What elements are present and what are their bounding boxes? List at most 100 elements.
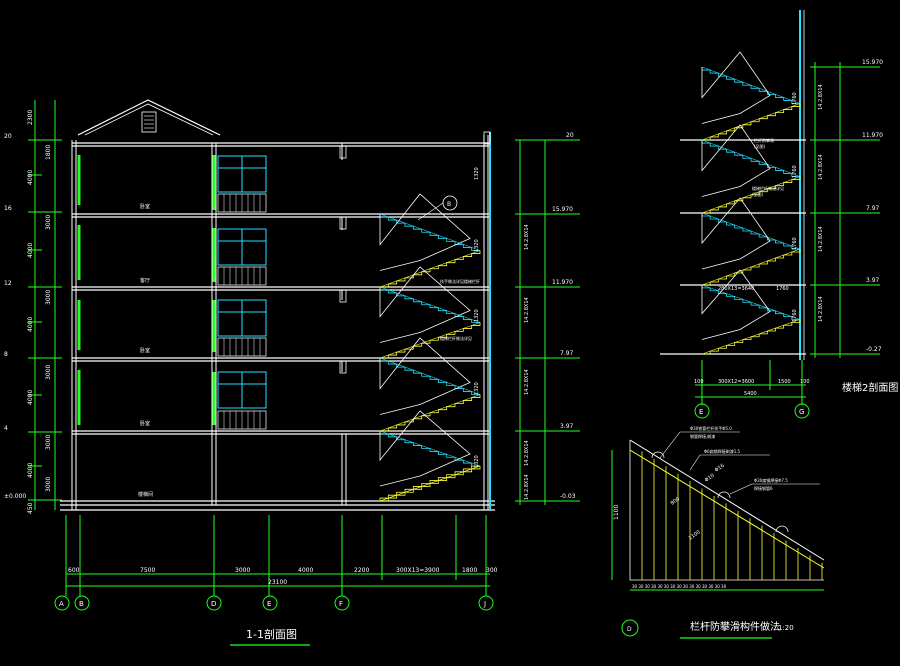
roof-gable bbox=[77, 99, 221, 136]
stair-steps-1: 14.2.8X14 bbox=[524, 224, 530, 250]
room-label-5: 楼梯间 bbox=[138, 491, 153, 498]
inner-dim-5: 1320 bbox=[474, 167, 480, 180]
rail-note-4: 焊接钢管6 bbox=[754, 485, 773, 491]
s2-rdim-0: 14.2.8X14 bbox=[818, 84, 824, 110]
stair-steps-4: 14.2.8X14 bbox=[524, 440, 530, 466]
rail-note-1: 钢管焊接,刷漆 bbox=[690, 433, 715, 439]
room-label-1: 卧室 bbox=[140, 203, 150, 210]
s2-elev-2: 7.97 bbox=[866, 205, 880, 212]
left-dim-4: 4000 bbox=[27, 243, 34, 258]
axis-B: B bbox=[79, 600, 84, 608]
rail-title: 栏杆防攀滑构件做法 bbox=[690, 620, 780, 633]
level-mark-left-8: 8 bbox=[4, 351, 8, 358]
s2-bdim-1: 300X12=3600 bbox=[718, 379, 754, 385]
inner-dim-3: 1320 bbox=[474, 382, 480, 395]
stair2-section: 15.970 11.970 7.97 3.97 -0.27 14.2.8X14 … bbox=[660, 10, 898, 419]
callout-circle-label: B bbox=[447, 201, 451, 208]
s2-bottom-total: 5400 bbox=[744, 391, 757, 397]
left-dim-8: 4000 bbox=[27, 390, 34, 405]
rail-bottom-ticks: 30 30 30 30 30 30 30 30 30 30 30 30 30 3… bbox=[632, 584, 727, 589]
room-label-2: 客厅 bbox=[140, 277, 150, 284]
total-dim: 23100 bbox=[268, 579, 287, 586]
left-dim-0: 2300 bbox=[27, 110, 34, 125]
left-dim-1: 1800 bbox=[45, 145, 52, 160]
main-section: 20 16 12 8 4 ±0.000 2300 1800 4000 3000 … bbox=[4, 99, 580, 646]
bottom-dim-1: 7500 bbox=[140, 567, 155, 574]
stair-steps-3: 14.2.8X14 bbox=[524, 369, 530, 395]
s2-axis-E: E bbox=[699, 408, 703, 416]
bottom-dim-2: 3000 bbox=[235, 567, 250, 574]
left-dim-7: 3000 bbox=[45, 365, 52, 380]
bottom-dim-6: 1800 bbox=[462, 567, 477, 574]
s2-ldim-1: 1760 bbox=[792, 165, 798, 178]
s2-elev-0: 15.970 bbox=[862, 59, 883, 66]
rail-diag-0: 800 bbox=[670, 496, 681, 506]
right-elev-2: 11.970 bbox=[552, 279, 573, 286]
rail-scale: 1:20 bbox=[778, 624, 794, 632]
note-1: 扶手做法详见楼梯栏杆 bbox=[440, 278, 480, 284]
level-mark-left-16: 16 bbox=[4, 205, 12, 212]
s2-elev-1: 11.970 bbox=[862, 132, 883, 139]
right-elev-5: -0.03 bbox=[560, 493, 576, 500]
axis-J: J bbox=[483, 600, 486, 608]
s2-bdim-2: 1500 bbox=[778, 379, 791, 385]
s2-mid-label-2: 1760 bbox=[776, 286, 789, 292]
left-dim-5: 3000 bbox=[45, 290, 52, 305]
left-dim-6: 4000 bbox=[27, 317, 34, 332]
s2-note-0: 栏杆防攀滑 bbox=[754, 137, 774, 143]
inner-dim-1: 1320 bbox=[474, 239, 480, 252]
axis-D: D bbox=[211, 600, 216, 608]
right-elev-4: 3.97 bbox=[560, 423, 574, 430]
s2-elev-3: 3.97 bbox=[866, 277, 880, 284]
stair-steps-2: 14.2.8X14 bbox=[524, 297, 530, 323]
bottom-dim-7: 300 bbox=[486, 567, 498, 574]
railing-detail: 1100 Φ30铁管栏杆扶手Φ5.0 钢管焊接,刷漆 Φ6扁钢焊接刷漆1.5 Φ… bbox=[611, 425, 825, 639]
left-dim-2: 4000 bbox=[27, 170, 34, 185]
left-dim-10: 4000 bbox=[27, 463, 34, 478]
rail-height-dim: 1100 bbox=[613, 505, 620, 520]
main-section-title: 1-1剖面图 bbox=[246, 627, 297, 641]
level-mark-left-12: 12 bbox=[4, 280, 12, 287]
s2-ldim-0: 1760 bbox=[792, 92, 798, 105]
roof-vent bbox=[141, 111, 157, 133]
room-label-3: 卧室 bbox=[140, 347, 150, 354]
axis-F: F bbox=[339, 600, 343, 608]
axis-E: E bbox=[267, 600, 271, 608]
s2-note-1: (见图) bbox=[754, 143, 766, 149]
s2-note-3: (见图) bbox=[752, 191, 764, 197]
level-mark-left-0: ±0.000 bbox=[4, 493, 26, 500]
bottom-dim-4: 2200 bbox=[354, 567, 369, 574]
s2-rdim-1: 14.2.8X14 bbox=[818, 154, 824, 180]
stair-steps-5: 14.2.8X14 bbox=[524, 474, 530, 500]
inner-dim-2: 1320 bbox=[474, 309, 480, 322]
left-dim-3: 3000 bbox=[45, 215, 52, 230]
s2-elev-4: -0.27 bbox=[866, 346, 882, 353]
level-mark-left-20: 20 bbox=[4, 133, 12, 140]
rail-note-2: Φ6扁钢焊接刷漆1.5 bbox=[704, 448, 741, 454]
inner-dim-4: 1320 bbox=[474, 455, 480, 468]
rail-note-0: Φ30铁管栏杆扶手Φ5.0 bbox=[690, 425, 732, 431]
s2-mid-label: 280X13=3640 bbox=[718, 286, 754, 292]
s2-rdim-3: 14.2.8X14 bbox=[818, 296, 824, 322]
rail-callout: D bbox=[627, 626, 632, 633]
right-elev-3: 7.97 bbox=[560, 350, 574, 357]
left-dim-9: 3000 bbox=[45, 435, 52, 450]
left-dim-12: 450 bbox=[27, 502, 34, 514]
room-label-4: 卧室 bbox=[140, 420, 150, 427]
rail-diag-2: Φ10 bbox=[704, 473, 716, 484]
s2-bdim-3: 100 bbox=[800, 379, 810, 385]
bottom-dim-3: 4000 bbox=[298, 567, 313, 574]
bottom-dim-5: 300X13=3900 bbox=[396, 567, 440, 574]
s2-note-2: 楼梯栏杆做法详见 bbox=[752, 185, 784, 191]
axis-A: A bbox=[59, 600, 64, 608]
s2-axis-G: G bbox=[799, 408, 804, 416]
left-dim-11: 3000 bbox=[45, 477, 52, 492]
s2-rdim-2: 14.2.8X14 bbox=[818, 226, 824, 252]
right-elev-1: 15.970 bbox=[552, 206, 573, 213]
bottom-dim-0: 600 bbox=[68, 567, 80, 574]
right-elev-0: 20 bbox=[566, 132, 574, 139]
rail-diag-3: Φ16 bbox=[714, 463, 726, 474]
rail-note-3: Φ30扁钢焊接Φ7.5 bbox=[754, 477, 788, 483]
s2-ldim-3: 1760 bbox=[792, 309, 798, 322]
